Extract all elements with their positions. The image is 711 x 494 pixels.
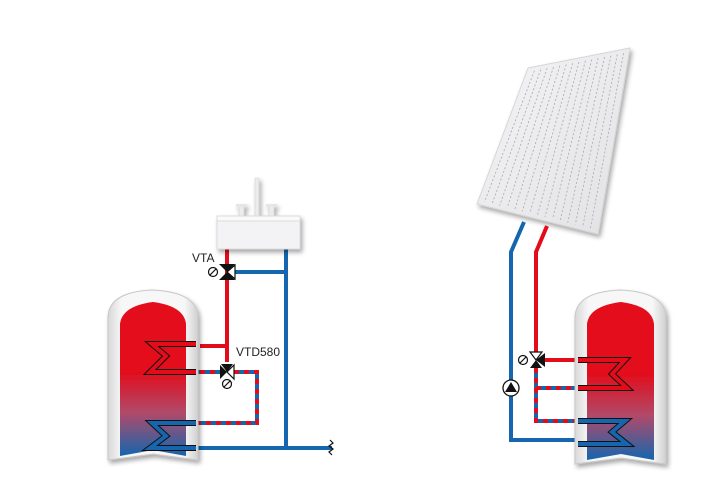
label-vta: VTA — [192, 251, 214, 265]
solar-tube-line — [506, 66, 554, 208]
tank-coil-upper — [142, 341, 196, 375]
sink-with-faucet — [216, 177, 301, 250]
solar-tube-line — [582, 54, 618, 227]
solar-tube-line — [590, 53, 625, 229]
solar-tube-line — [567, 56, 605, 223]
solar-tube-line — [514, 65, 561, 210]
cold-pipes — [194, 244, 332, 450]
tank-coil-lower — [578, 418, 636, 447]
solar-tube-line — [544, 60, 586, 217]
tank-coil-lower — [141, 420, 196, 451]
label-vtd580: VTD580 — [236, 345, 280, 359]
pump-icon — [505, 382, 517, 392]
valve-vtd580[interactable]: VTD580 — [220, 345, 280, 390]
solar-tube-line — [552, 59, 593, 219]
solar-mixing-valve[interactable] — [517, 351, 546, 368]
valve-icon — [528, 351, 544, 361]
circulation-pump[interactable] — [502, 379, 520, 397]
solar-tube-line — [484, 70, 535, 203]
boiler-system: VTA VTD580 — [107, 177, 334, 461]
solar-panel — [476, 47, 631, 235]
solar-tube-line — [499, 68, 548, 206]
solar-hot-line — [534, 225, 549, 356]
solar-system — [476, 47, 667, 465]
solar-tube-line — [574, 55, 612, 225]
solar-cold-line — [509, 221, 576, 442]
solar-tube-line — [529, 63, 574, 214]
valve-vta[interactable]: VTA — [192, 251, 236, 281]
solar-tube-line — [537, 61, 580, 216]
solar-tube-line — [521, 64, 567, 212]
tank-coil-upper — [578, 357, 635, 391]
valve-icon — [221, 364, 233, 372]
pipe-continuation-icon — [328, 439, 334, 456]
